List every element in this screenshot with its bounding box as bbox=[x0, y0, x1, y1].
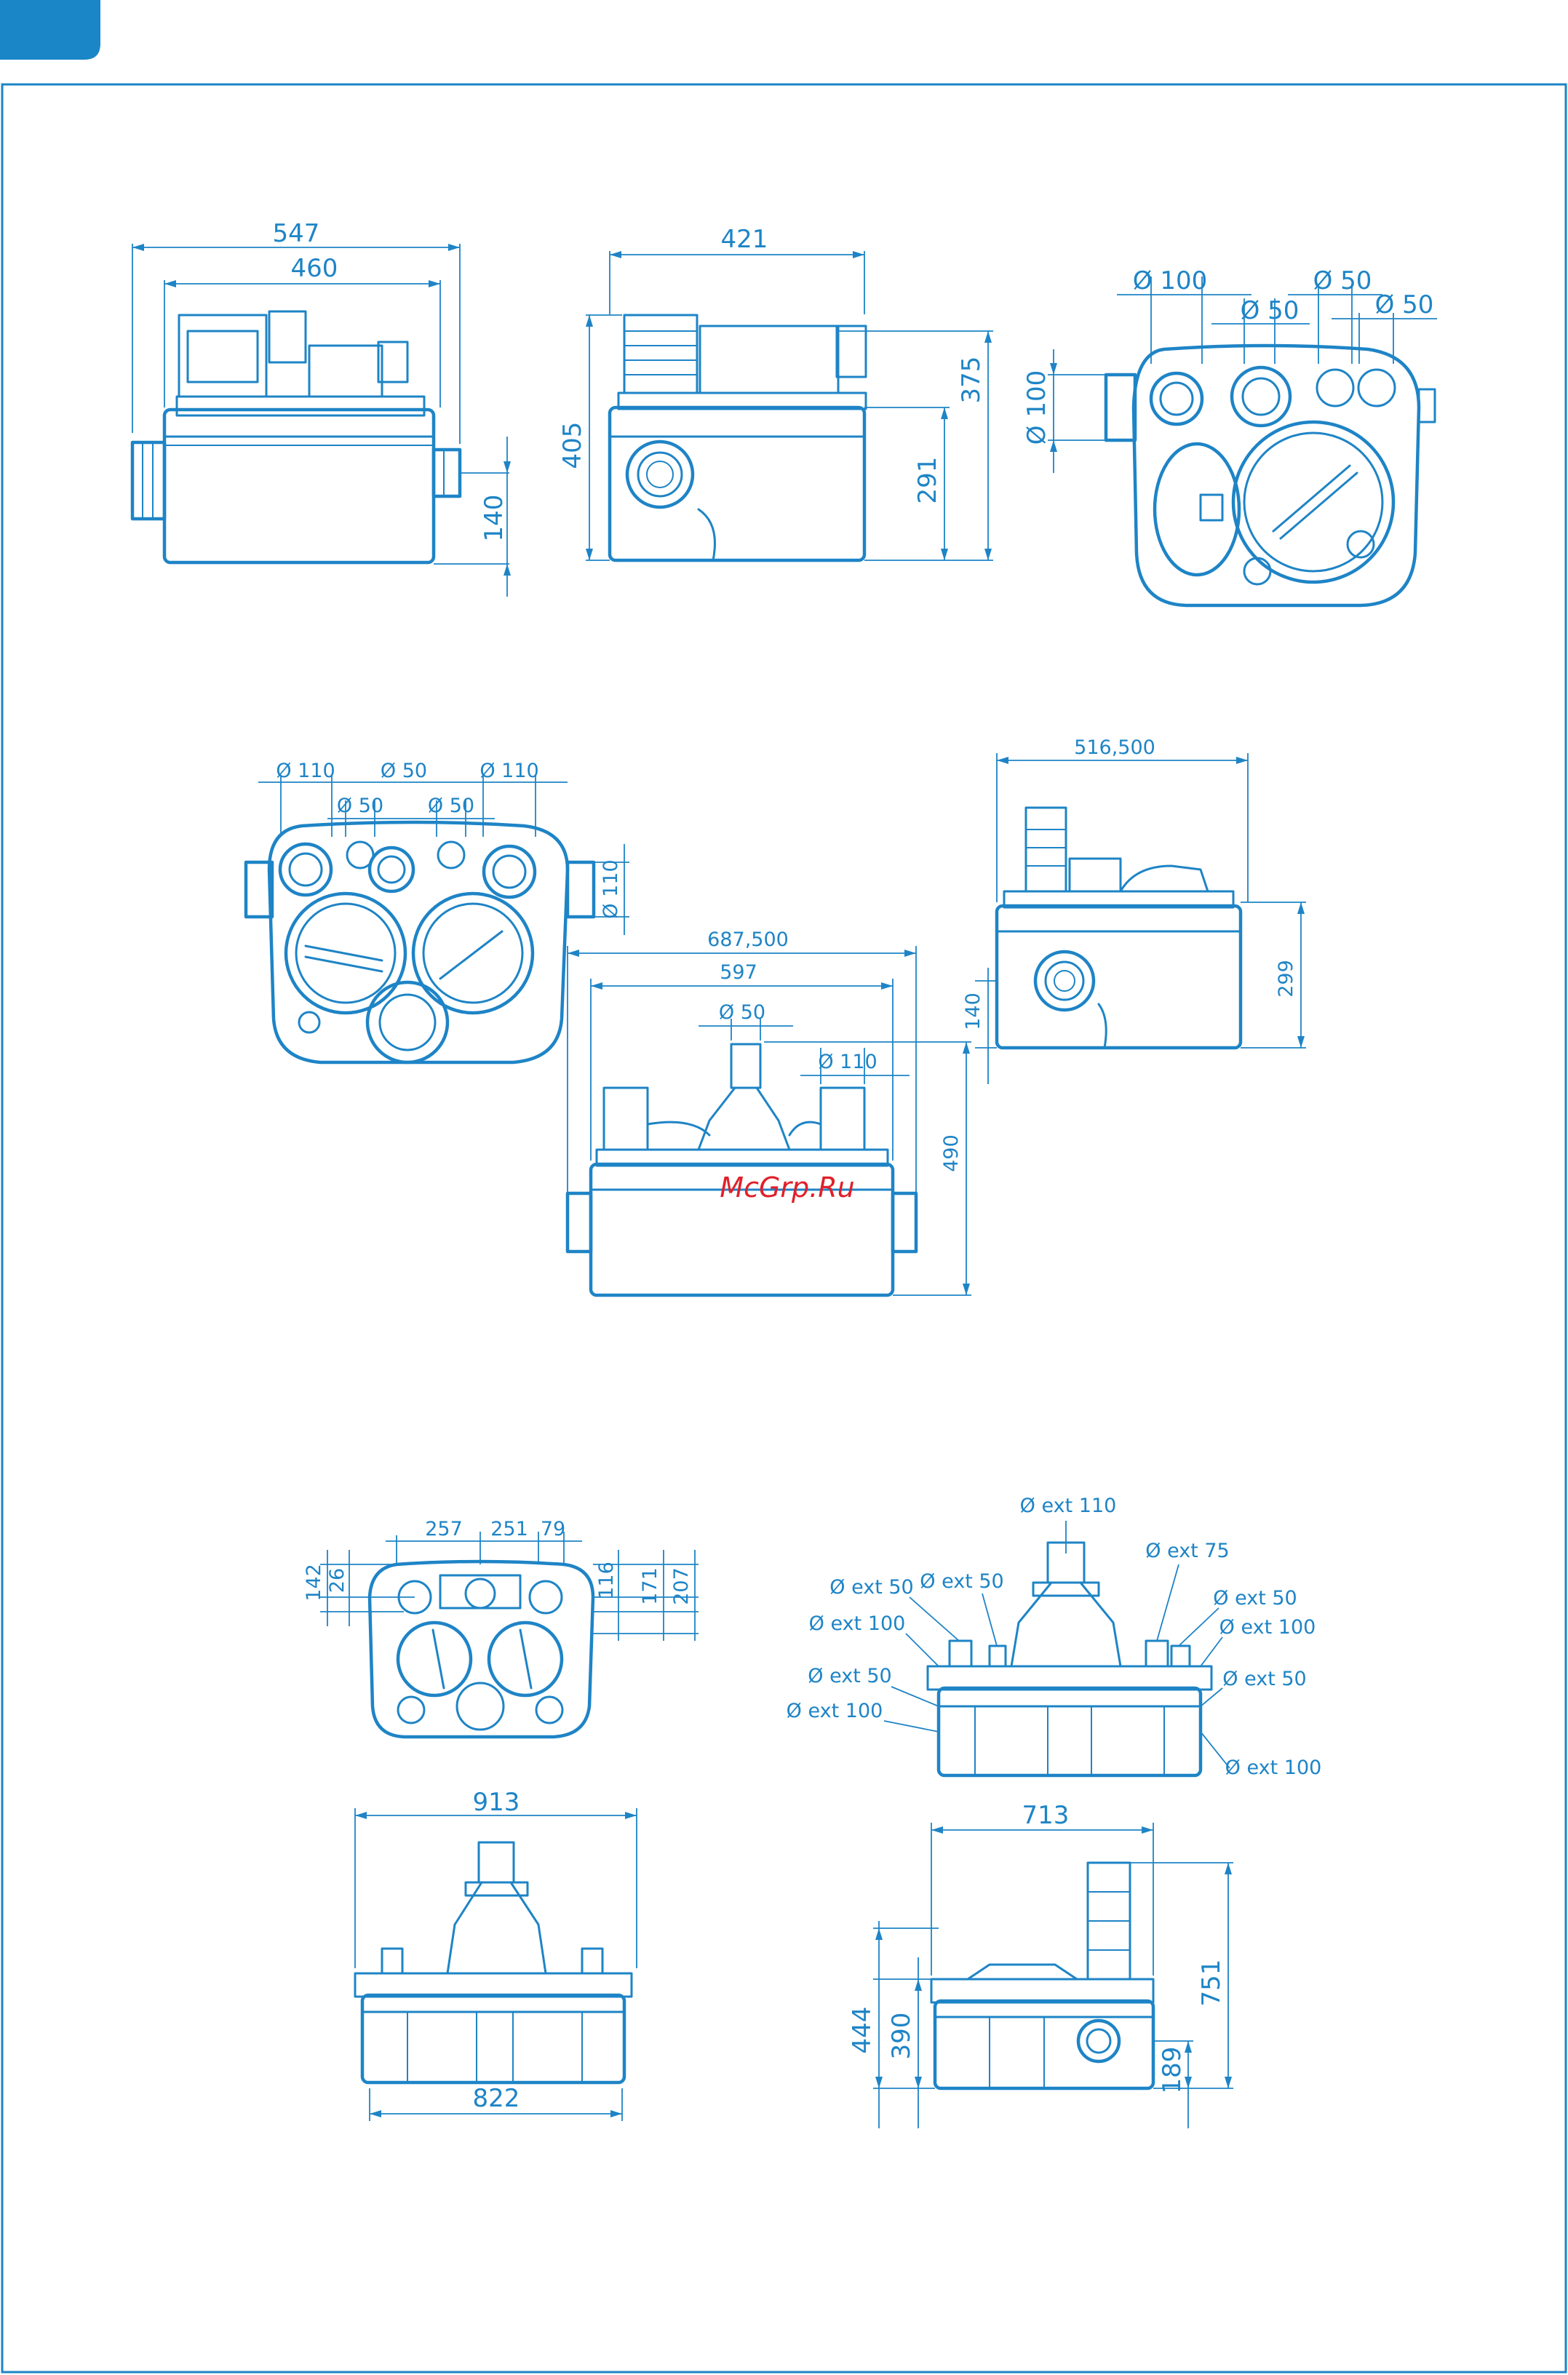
dim-597: 597 bbox=[720, 961, 757, 984]
view-1-front: 547 460 140 bbox=[130, 219, 511, 597]
dim-v4-dia50-top: Ø 50 bbox=[381, 760, 427, 782]
dim-405: 405 bbox=[558, 422, 587, 469]
dim-v4-dia110-left: Ø 110 bbox=[276, 760, 335, 782]
dim-207: 207 bbox=[670, 1567, 693, 1605]
dim-822: 822 bbox=[473, 2084, 520, 2113]
dim-v4-dia110-right: Ø 110 bbox=[479, 760, 538, 782]
dim-751: 751 bbox=[1197, 1960, 1226, 2007]
dim-v6-dia110: Ø 110 bbox=[818, 1051, 877, 1073]
label-ext-100-a: Ø ext 100 bbox=[809, 1612, 906, 1635]
dim-v3-dia50-far: Ø 50 bbox=[1375, 290, 1434, 319]
dim-421: 421 bbox=[721, 225, 768, 254]
label-ext-100-c: Ø ext 100 bbox=[787, 1700, 883, 1722]
dim-460: 460 bbox=[291, 254, 338, 283]
dim-444: 444 bbox=[848, 2007, 877, 2054]
dim-547: 547 bbox=[273, 219, 320, 248]
watermark: McGrp.Ru bbox=[720, 1171, 854, 1204]
label-ext-100-b: Ø ext 100 bbox=[1219, 1616, 1316, 1639]
label-ext-50-e: Ø ext 50 bbox=[1222, 1668, 1306, 1690]
dim-v3-dia100-side: Ø 100 bbox=[1022, 370, 1051, 445]
view-6-front: 687,500 597 Ø 50 Ø 110 490 McGrp.Ru bbox=[565, 928, 971, 1297]
label-ext-50-d: Ø ext 50 bbox=[808, 1665, 891, 1687]
dim-390: 390 bbox=[887, 2013, 916, 2060]
label-ext-75: Ø ext 75 bbox=[1145, 1540, 1229, 1562]
dim-257: 257 bbox=[425, 1518, 463, 1540]
dim-26: 26 bbox=[326, 1568, 349, 1593]
view-3-top: Ø 100 Ø 50 Ø 50 Ø 50 Ø 100 bbox=[1022, 266, 1437, 608]
label-ext-50-a: Ø ext 50 bbox=[829, 1576, 913, 1599]
label-ext-50-c: Ø ext 50 bbox=[1213, 1587, 1297, 1610]
dim-v4-dia110-side: Ø 110 bbox=[600, 859, 622, 918]
view-8-front: Ø ext 110 Ø ext 75 Ø ext 50 Ø ext 50 Ø e… bbox=[787, 1495, 1322, 1779]
dim-687-500: 687,500 bbox=[707, 928, 789, 951]
dim-189: 189 bbox=[1158, 2047, 1187, 2094]
dim-v4-dia50-right: Ø 50 bbox=[428, 795, 474, 817]
dim-490: 490 bbox=[940, 1134, 963, 1172]
label-ext-50-b: Ø ext 50 bbox=[920, 1570, 1003, 1593]
view-7-top: 257 251 79 142 26 116 171 207 bbox=[303, 1518, 699, 1739]
view-9-front: 913 822 bbox=[354, 1788, 637, 2121]
page-frame bbox=[1, 83, 1567, 2374]
dim-713: 713 bbox=[1022, 1801, 1070, 1830]
view-5-side: 516,500 299 140 bbox=[962, 736, 1306, 1084]
corner-tab bbox=[0, 0, 100, 60]
view-2-side: 421 405 375 291 bbox=[558, 225, 993, 562]
dim-140-v5: 140 bbox=[962, 992, 984, 1030]
dim-v4-dia50-left: Ø 50 bbox=[337, 795, 383, 817]
dim-79: 79 bbox=[541, 1518, 565, 1540]
label-ext-100-d: Ø ext 100 bbox=[1225, 1757, 1322, 1779]
view-4-top: Ø 110 Ø 50 Ø 110 Ø 50 Ø 50 Ø 110 bbox=[244, 760, 629, 1065]
dim-140-v1: 140 bbox=[479, 495, 509, 542]
dim-251: 251 bbox=[490, 1518, 528, 1540]
dim-171: 171 bbox=[639, 1567, 661, 1605]
dim-142: 142 bbox=[303, 1564, 325, 1602]
dim-v3-dia50-mid: Ø 50 bbox=[1241, 296, 1300, 325]
dim-516-500: 516,500 bbox=[1074, 736, 1155, 759]
dim-v3-dia100-top: Ø 100 bbox=[1133, 266, 1207, 295]
dim-v6-dia50: Ø 50 bbox=[719, 1001, 765, 1024]
dim-116: 116 bbox=[595, 1562, 618, 1599]
dim-291: 291 bbox=[913, 457, 942, 504]
dim-375: 375 bbox=[957, 357, 986, 404]
dim-299: 299 bbox=[1275, 960, 1297, 998]
label-ext-110: Ø ext 110 bbox=[1020, 1495, 1117, 1517]
dim-v3-dia50-right: Ø 50 bbox=[1313, 266, 1372, 295]
dim-913: 913 bbox=[473, 1788, 520, 1817]
view-10-side: 713 751 189 444 390 bbox=[848, 1801, 1233, 2128]
